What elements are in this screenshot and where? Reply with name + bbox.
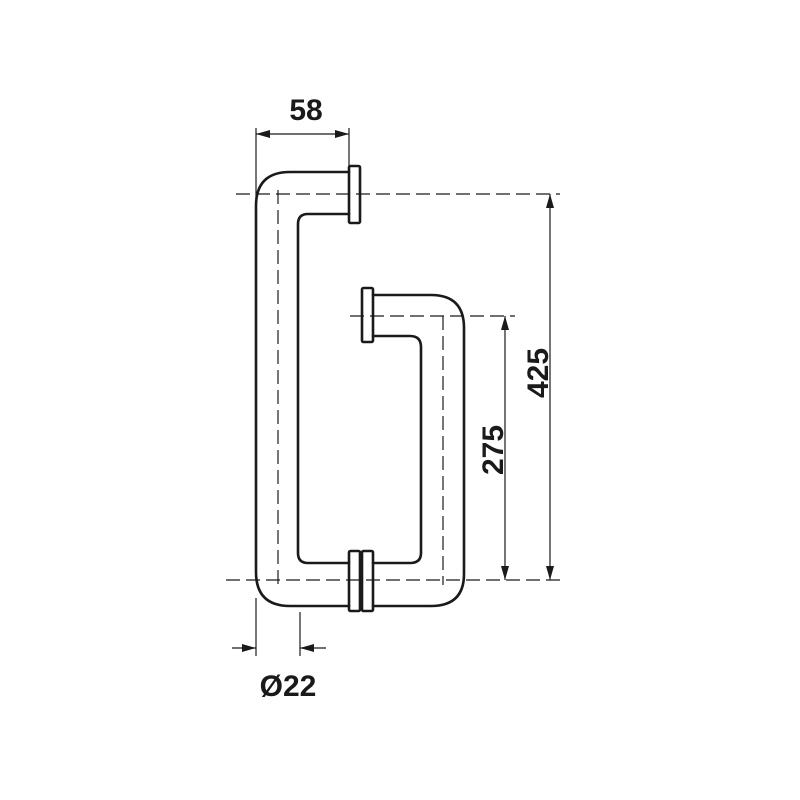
dimension-inner-height: 275 [477,316,510,580]
width-label: 58 [289,94,322,127]
dimension-outer-height: 425 [522,194,555,580]
center-lines [226,190,560,585]
inner-height-arrow-top [501,316,509,330]
front-top-mounting-flange [360,286,375,344]
dimension-diameter: Ø22 [232,598,326,703]
front-handle-inner-contour [371,334,423,565]
diameter-arrow-right [300,644,314,652]
width-arrow-left [256,130,270,138]
diameter-label: Ø22 [260,670,317,703]
inner-height-label: 275 [477,425,510,475]
rear-bottom-mounting-flange [347,549,362,613]
rear-handle-inner-contour [296,212,351,565]
inner-height-arrow-bottom [501,566,509,580]
outer-height-label: 425 [522,348,555,398]
diameter-arrow-left [242,644,256,652]
width-arrow-right [335,130,349,138]
rear-handle [254,164,362,613]
outer-height-arrow-top [546,194,554,208]
dimension-width: 58 [255,94,350,198]
rear-handle-outer-contour [254,170,351,608]
front-handle-outer-contour [371,293,466,608]
front-bottom-mounting-flange [360,549,375,613]
front-handle [360,286,466,613]
outer-height-arrow-bottom [546,566,554,580]
